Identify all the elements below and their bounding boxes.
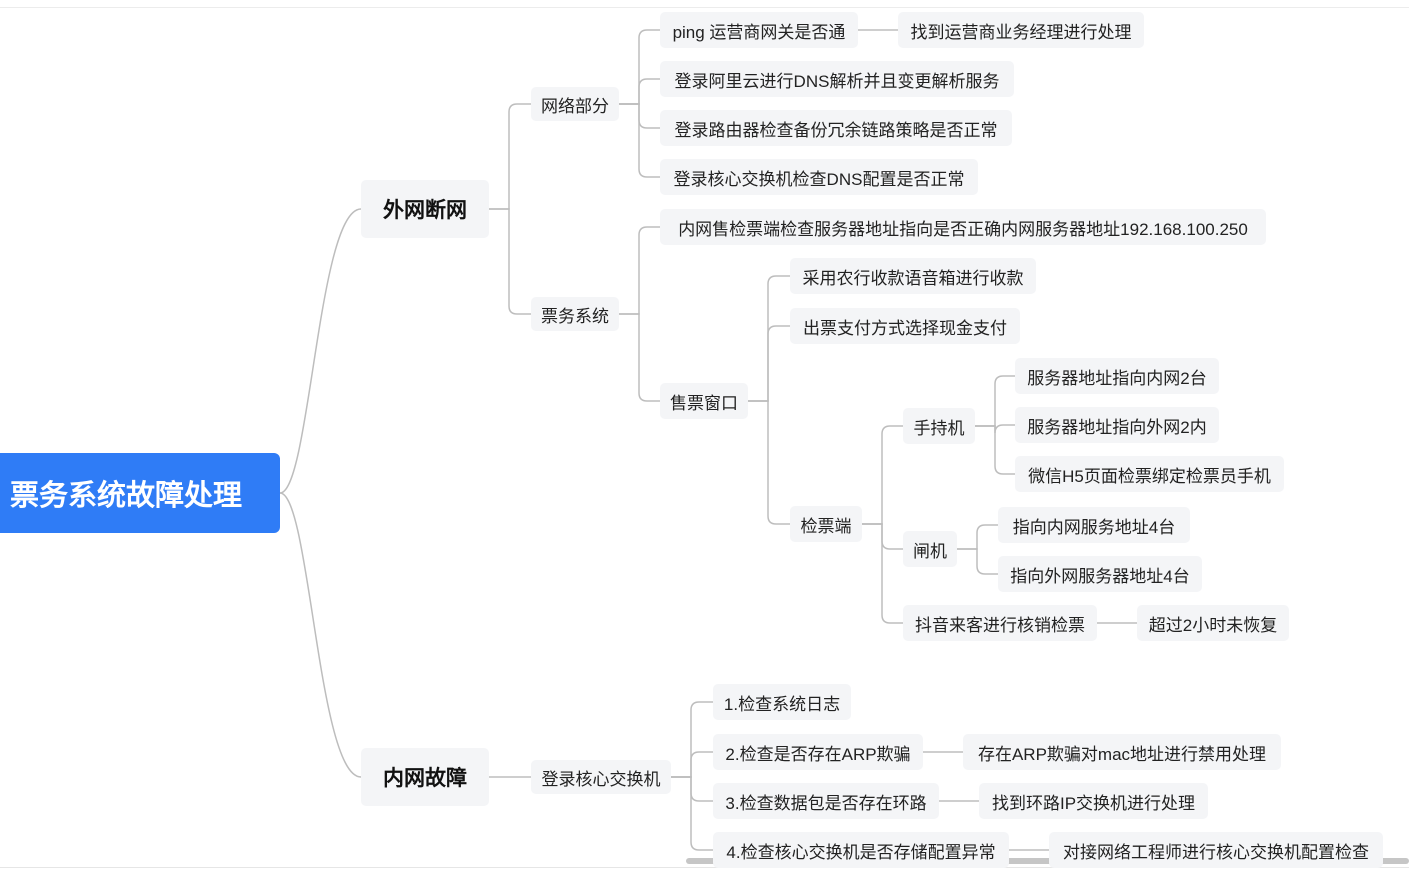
topic-node-n1a3[interactable]: 登录路由器检查备份冗余链路策略是否正常: [660, 110, 1012, 146]
topic-node-n1b2c2[interactable]: 闸机: [903, 531, 957, 567]
edge-n2a-n2a4: [671, 776, 713, 851]
topic-node-n2[interactable]: 内网故障: [361, 748, 489, 806]
edge-n2a-n2a2: [671, 751, 713, 778]
topic-node-n1b2c1c[interactable]: 微信H5页面检票绑定检票员手机: [1015, 456, 1284, 492]
topic-node-n2a3[interactable]: 3.检查数据包是否存在环路: [713, 783, 939, 819]
topic-node-n1b2c1b[interactable]: 服务器地址指向外网2内: [1015, 407, 1219, 443]
root-topic[interactable]: 票务系统故障处理: [0, 453, 280, 533]
topic-node-n2a4[interactable]: 4.检查核心交换机是否存储配置异常: [713, 832, 1009, 868]
edge-n1-n1b: [489, 208, 531, 315]
topic-node-n1b2a[interactable]: 采用农行收款语音箱进行收款: [790, 258, 1036, 294]
topic-node-n2a[interactable]: 登录核心交换机: [531, 760, 671, 794]
edge-root-n1: [279, 208, 362, 494]
edge-n1b2c1-n1b2c1a: [975, 375, 1015, 427]
edge-n1b2-n1b2b: [748, 325, 790, 402]
topic-node-n1b2c3[interactable]: 抖音来客进行核销检票: [903, 605, 1097, 641]
topic-node-n1b2c2a[interactable]: 指向内网服务地址4台: [998, 507, 1190, 543]
edge-n1b2c-n1b2c3: [862, 523, 903, 624]
horizontal-scrollbar[interactable]: [686, 858, 1409, 864]
bottom-divider: [0, 867, 1409, 868]
edge-n1b2c2-n1b2c2b: [957, 548, 998, 575]
topic-node-n1b2c[interactable]: 检票端: [790, 506, 862, 542]
edge-n1b2c2-n1b2c2a: [957, 524, 998, 550]
topic-node-n2a3a[interactable]: 找到环路IP交换机进行处理: [979, 783, 1208, 819]
topic-node-n1a4[interactable]: 登录核心交换机检查DNS配置是否正常: [660, 159, 978, 195]
topic-node-n2a4a[interactable]: 对接网络工程师进行核心交换机配置检查: [1049, 832, 1383, 868]
edge-n1a-n1a2: [619, 78, 660, 105]
topic-node-n2a2a[interactable]: 存在ARP欺骗对mac地址进行禁用处理: [963, 734, 1281, 770]
topic-node-n1b2c1a[interactable]: 服务器地址指向内网2台: [1015, 358, 1219, 394]
edge-root-n2: [279, 492, 362, 778]
topic-node-n1b1[interactable]: 内网售检票端检查服务器地址指向是否正确内网服务器地址192.168.100.25…: [660, 209, 1266, 245]
topic-node-n1b2[interactable]: 售票窗口: [660, 383, 748, 419]
edge-n1b-n1b1: [619, 226, 660, 315]
topic-node-n1b2c1[interactable]: 手持机: [903, 408, 975, 444]
topic-node-n1b2b[interactable]: 出票支付方式选择现金支付: [790, 308, 1020, 344]
topic-node-n1a1a[interactable]: 找到运营商业务经理进行处理: [898, 12, 1144, 48]
topic-node-n1b2c2b[interactable]: 指向外网服务器地址4台: [998, 556, 1202, 592]
edge-n1a-n1a1: [619, 29, 660, 105]
topic-node-n1b[interactable]: 票务系统: [531, 297, 619, 331]
topic-node-n1a[interactable]: 网络部分: [531, 87, 619, 121]
edge-n2a-n2a1: [671, 701, 713, 778]
edge-n1b-n1b2: [619, 313, 660, 402]
edge-n1a-n1a4: [619, 103, 660, 178]
topic-node-n1[interactable]: 外网断网: [361, 180, 489, 238]
topic-node-n2a2[interactable]: 2.检查是否存在ARP欺骗: [713, 734, 923, 770]
edge-n1b2c-n1b2c1: [862, 425, 903, 525]
topic-node-n2a1[interactable]: 1.检查系统日志: [713, 684, 851, 720]
topic-node-n1b2c3a[interactable]: 超过2小时未恢复: [1137, 605, 1289, 641]
edge-n1-n1a: [489, 103, 531, 210]
topic-node-n1a1[interactable]: ping 运营商网关是否通: [660, 12, 858, 48]
edge-n1b2-n1b2c: [748, 400, 790, 525]
topic-node-n1a2[interactable]: 登录阿里云进行DNS解析并且变更解析服务: [660, 61, 1014, 97]
edge-n2a-n2a3: [671, 776, 713, 802]
top-divider: [0, 7, 1409, 8]
edge-n1b2c1-n1b2c1c: [975, 425, 1015, 475]
edge-n1b2-n1b2a: [748, 275, 790, 402]
